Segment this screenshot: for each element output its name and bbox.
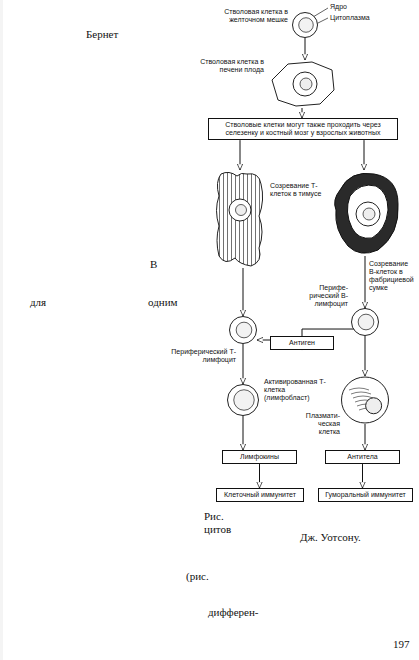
cell-figure xyxy=(351,308,379,336)
node-caption: Активированная Т-клетка (лимфобласт) xyxy=(264,378,328,402)
flow-arrow xyxy=(257,340,270,341)
flow-arrow xyxy=(364,140,365,170)
box-text: Клеточный иммунитет xyxy=(220,491,300,499)
thymus: Созревание Т-клеток в тимусе xyxy=(215,170,265,268)
flow-arrow xyxy=(243,416,244,450)
plasma-figure xyxy=(341,376,389,424)
immunity-box: Клеточный иммунитет xyxy=(216,488,304,502)
flow-arrow xyxy=(365,336,366,376)
page-edge xyxy=(0,0,3,660)
liver-stem-cell: Стволовая клетка в печени плода xyxy=(268,60,336,108)
box-text: Антитела xyxy=(329,453,396,461)
page-text: дифферен- xyxy=(208,606,259,618)
thymus-figure xyxy=(215,170,265,268)
flow-arrow xyxy=(259,464,260,488)
page-text: Дж. Уотсону. xyxy=(300,531,361,543)
box-text: Стволовые клетки могут также проходить ч… xyxy=(212,121,394,137)
immunity-box: Гуморальный иммунитет xyxy=(318,488,413,502)
part-label: Цитоплазма xyxy=(330,14,370,22)
page-text: (рис. xyxy=(186,570,209,582)
node-caption: Перифе- рический В-лимфоцит xyxy=(290,284,348,308)
flow-arrow xyxy=(240,140,241,170)
bursa-figure xyxy=(330,170,400,256)
liver-figure xyxy=(268,60,336,108)
cell-figure xyxy=(292,12,318,38)
flow-arrow xyxy=(365,256,366,308)
node-caption: Плазмати- ческая клетка xyxy=(298,412,340,436)
page-text: цитов xyxy=(204,523,231,535)
box-text: Антиген xyxy=(274,339,330,347)
page-text: одним xyxy=(148,296,178,308)
flow-arrow xyxy=(243,344,244,384)
bursa: Созревание В-клеток в фабрициевой сумке xyxy=(330,170,400,256)
node-caption: Созревание Т-клеток в тимусе xyxy=(270,182,332,198)
note-box: Стволовые клетки могут также проходить ч… xyxy=(208,118,398,140)
box-text: Гуморальный иммунитет xyxy=(322,491,409,499)
antigen-box: Антиген xyxy=(270,336,334,350)
flow-arrow xyxy=(243,268,244,316)
page-text: для xyxy=(30,296,46,308)
part-label: Ядро xyxy=(330,3,347,11)
box-text: Лимфокины xyxy=(226,453,293,461)
lymphoblast: Активированная Т-клетка (лимфобласт) xyxy=(227,384,259,416)
flow-arrow xyxy=(362,464,363,488)
antibodies-box: Антитела xyxy=(325,450,400,464)
stem-cell: Стволовая клетка в желточном мешке xyxy=(292,12,318,38)
page-text: Рис. xyxy=(204,510,224,522)
node-caption: Созревание В-клеток в фабрициевой сумке xyxy=(369,260,416,292)
node-caption: Стволовая клетка в желточном мешке xyxy=(200,8,288,24)
page-text: 197 xyxy=(393,638,410,650)
cell-figure xyxy=(229,316,257,344)
lymphokines-box: Лимфокины xyxy=(222,450,297,464)
page-text: Бернет xyxy=(86,28,118,40)
flow-arrow xyxy=(305,38,306,60)
t-lymphocyte: Периферический Т-лимфоцит xyxy=(229,316,257,344)
node-caption: Стволовая клетка в печени плода xyxy=(198,58,264,74)
node-caption: Периферический Т-лимфоцит xyxy=(168,348,236,364)
page-text: В xyxy=(150,258,157,270)
flow-arrow xyxy=(302,108,303,118)
plasma-cell: Плазмати- ческая клетка xyxy=(341,376,389,424)
blast-figure xyxy=(227,384,259,416)
flow-arrow xyxy=(365,424,366,450)
b-lymphocyte: Перифе- рический В-лимфоцит xyxy=(351,308,379,336)
